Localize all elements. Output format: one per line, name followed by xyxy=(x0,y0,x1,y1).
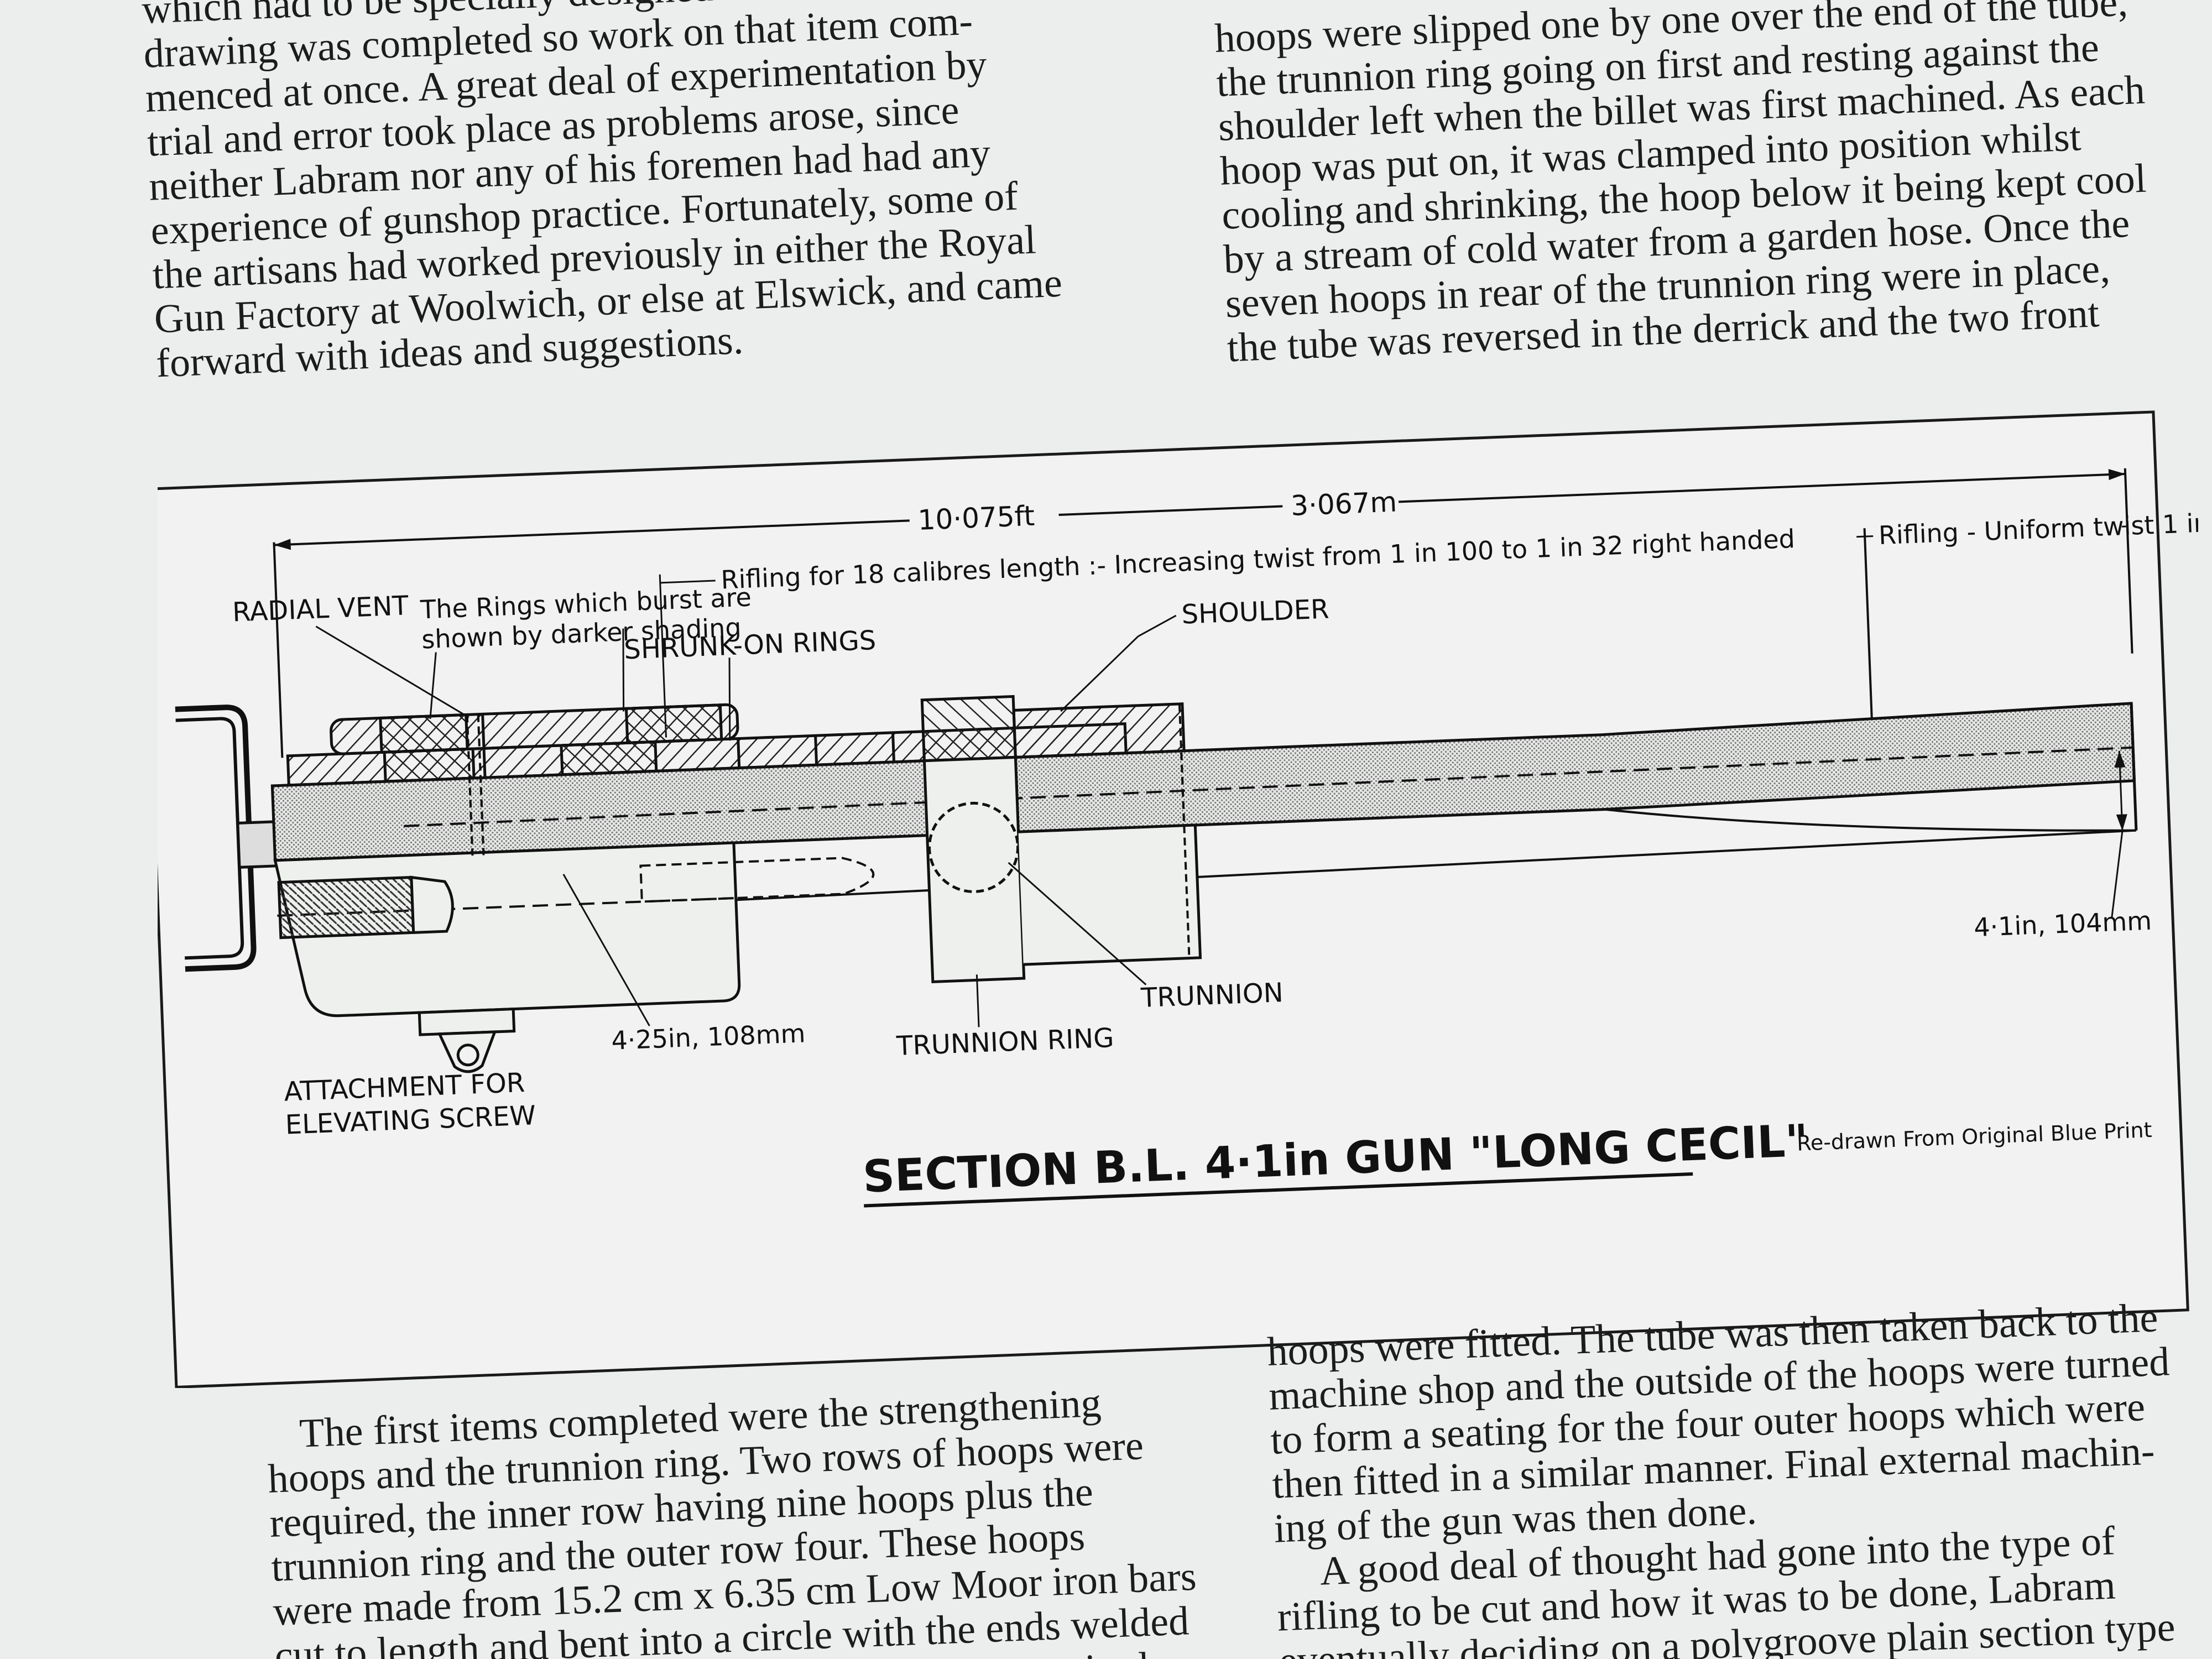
bore-centerline xyxy=(404,746,2133,827)
burst-ring xyxy=(560,740,658,776)
bottom-right-text-column: hoops were fitted. The tube was then tak… xyxy=(1266,1295,2193,1659)
overall-length-ft-label: 10·075ft xyxy=(917,500,1035,536)
leader-shoulder xyxy=(1138,614,1177,638)
figure-title-underline xyxy=(864,1172,1693,1208)
shoulder-ring xyxy=(1012,702,1186,759)
figure-svg: 10·075ft 3·067m Rifling for 18 calibres … xyxy=(158,410,2198,1388)
trunnion xyxy=(928,801,1020,893)
trunnion-ring-block xyxy=(920,695,1017,763)
breech-screw-thread xyxy=(277,875,415,940)
burst-ring xyxy=(624,703,723,744)
leader-burst-rings xyxy=(429,652,437,719)
radial-vent-label: RADIAL VENT xyxy=(232,590,409,628)
chamber-bore-label: 4·25in, 108mm xyxy=(611,1018,806,1055)
leader-shrunk-on-rings xyxy=(622,628,625,712)
breech-block xyxy=(236,820,280,869)
projectile-outline xyxy=(639,857,875,903)
leader-radial-vent xyxy=(315,625,469,718)
bottom-left-text-column: The first items completed were the stren… xyxy=(265,1376,1222,1659)
leader-trunnion-ring xyxy=(975,974,980,1027)
top-right-text-column: hoops were slipped one by one over the e… xyxy=(1214,0,2203,371)
overall-length-line xyxy=(274,472,2126,546)
top-left-text-column: which had to be specially designed and m… xyxy=(141,0,1162,386)
leader-trunnion xyxy=(1008,862,1147,985)
gun-section-figure: 10·075ft 3·067m Rifling for 18 calibres … xyxy=(158,382,2198,1388)
burst-ring xyxy=(383,747,476,783)
elevating-attachment-plate xyxy=(418,1007,516,1036)
elevating-screw-eye xyxy=(456,1044,479,1067)
overall-length-m-label: 3·067m xyxy=(1290,486,1397,522)
shoulder-label: SHOULDER xyxy=(1181,593,1330,630)
burst-ring xyxy=(379,713,469,754)
leader-chamber-bore xyxy=(562,874,650,1026)
muzzle-bore-label: 4·1in, 104mm xyxy=(1973,906,2152,942)
trunnion-ring xyxy=(922,755,1026,984)
trunnion-label: TRUNNION xyxy=(1140,977,1284,1014)
